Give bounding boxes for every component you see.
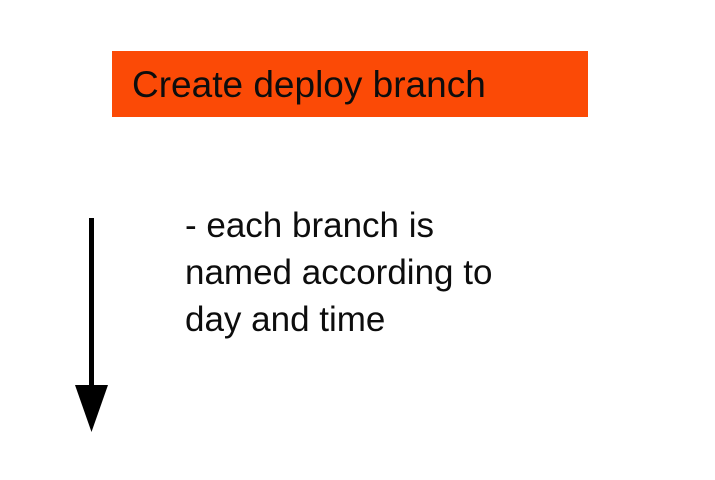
note-line: day and time [185, 300, 386, 339]
note-line: - each branch is [185, 206, 435, 245]
branch-note: - each branch is named according to day … [185, 202, 492, 343]
note-line: named according to [185, 253, 493, 292]
create-deploy-branch-box: Create deploy branch [112, 51, 588, 117]
create-deploy-branch-label: Create deploy branch [132, 63, 486, 105]
down-arrow-icon [75, 218, 108, 432]
